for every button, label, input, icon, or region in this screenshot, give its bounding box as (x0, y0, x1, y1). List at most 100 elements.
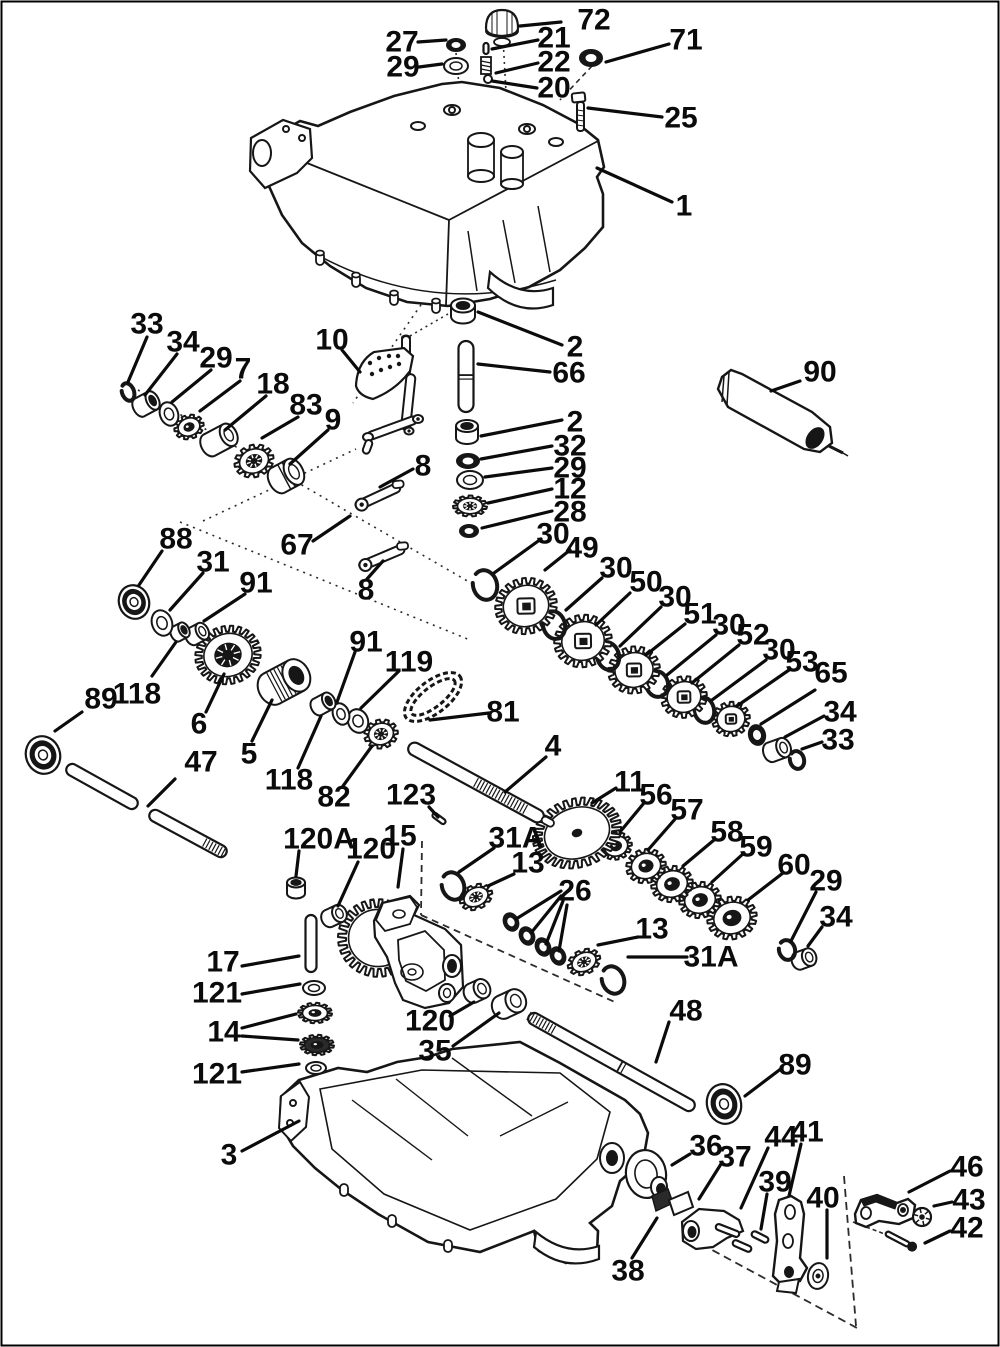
part-number: 91 (239, 567, 272, 600)
part-label-6-46: 6 (191, 672, 226, 741)
part-number: 71 (669, 24, 702, 57)
bushing-2-lower (455, 419, 479, 445)
part-label-10-16: 10 (315, 324, 362, 374)
part-label-66-18: 66 (476, 357, 586, 390)
part-number: 29 (809, 865, 842, 898)
part-label-13-68: 13 (486, 847, 545, 888)
bushing-118-right (309, 691, 337, 717)
hex-bolt-25 (570, 91, 587, 132)
part-number: 17 (206, 946, 239, 979)
bearing-2-upper (450, 297, 476, 325)
part-number: 118 (113, 678, 161, 711)
part-number: 22 (537, 46, 570, 79)
bevel-gear-13-left (458, 882, 494, 912)
part-label-118-48: 118 (265, 714, 323, 797)
part-label-50-34: 50 (594, 566, 663, 627)
pin-39b (750, 1230, 770, 1244)
part-label-56-57: 56 (618, 779, 673, 834)
washer-65 (747, 724, 767, 746)
part-label-30-39: 30 (710, 634, 796, 702)
line-art-over (354, 334, 465, 1010)
part-label-31A-67: 31A (457, 822, 544, 874)
brake-lever (771, 1194, 809, 1295)
axle-clamp-bottom (486, 269, 555, 310)
shifter-assembly (354, 334, 424, 455)
part-label-1-8: 1 (595, 166, 692, 223)
part-number: 44 (764, 1121, 798, 1154)
washer-27 (446, 38, 466, 52)
bushing-120-right (462, 978, 492, 1004)
part-label-2-20: 2 (479, 406, 583, 439)
part-label-47-54: 47 (146, 746, 218, 808)
gear-6 (194, 624, 262, 686)
washer-31 (150, 609, 174, 637)
collar-9 (266, 457, 306, 495)
washer-121-lower (305, 1061, 327, 1075)
oil-fill-cap (484, 8, 520, 47)
chain-81 (402, 671, 464, 723)
snap-ring-30a (470, 568, 500, 602)
part-label-30-37: 30 (665, 609, 746, 677)
part-number: 43 (952, 1184, 985, 1217)
part-label-53-40: 53 (735, 646, 819, 708)
part-label-5-47: 5 (241, 698, 274, 771)
part-number: 10 (315, 324, 348, 357)
part-label-29-22: 29 (483, 452, 587, 485)
part-number: 41 (790, 1116, 823, 1149)
part-label-29-3: 29 (386, 51, 444, 84)
part-number: 35 (418, 1035, 451, 1068)
part-label-71-5: 71 (604, 24, 703, 64)
part-number: 13 (511, 847, 544, 880)
part-number: 82 (317, 781, 350, 814)
axle-shaft-48 (526, 1011, 696, 1113)
part-label-34-10: 34 (143, 326, 200, 397)
gear-53 (711, 700, 751, 738)
part-number: 25 (664, 102, 697, 135)
brake-pad-outer (667, 1190, 695, 1217)
part-number: 33 (821, 724, 854, 757)
part-label-3-76: 3 (221, 1119, 301, 1172)
ring-26-b (518, 926, 536, 946)
bevel-gear-14-upper (297, 1001, 333, 1025)
plug-71 (579, 49, 603, 67)
part-number: 34 (823, 696, 857, 729)
part-label-118-45: 118 (113, 640, 178, 711)
part-label-7-12: 7 (198, 353, 251, 413)
part-number: 49 (565, 532, 598, 565)
bevel-gear-13-right (566, 947, 602, 977)
part-number: 26 (558, 875, 591, 908)
part-label-90-19: 90 (769, 356, 837, 393)
part-label-34-42: 34 (783, 696, 857, 739)
part-number: 2 (567, 331, 584, 364)
bushing-18 (199, 422, 239, 458)
part-number: 15 (383, 820, 416, 853)
part-label-8-25: 8 (378, 450, 431, 489)
ball-20 (483, 74, 493, 84)
part-label-48-79: 48 (654, 995, 703, 1064)
part-number: 56 (639, 779, 672, 812)
bushing-118-left (169, 621, 191, 643)
part-number: 89 (84, 683, 117, 716)
detent-spring (480, 56, 492, 75)
bearing-89-left (24, 735, 62, 775)
part-label-35-78: 35 (418, 1011, 501, 1068)
washer-29-center (456, 470, 484, 490)
part-label-17-72: 17 (206, 946, 301, 979)
part-number: 20 (537, 72, 570, 105)
part-label-33-43: 33 (800, 724, 855, 757)
part-number: 30 (658, 581, 691, 614)
part-label-36-81: 36 (670, 1130, 723, 1167)
sprocket-82 (363, 718, 399, 750)
part-number: 52 (736, 619, 769, 652)
part-number: 9 (325, 404, 342, 437)
part-number: 119 (385, 646, 433, 679)
bushing-120-left (320, 903, 348, 929)
gear-52 (660, 675, 708, 719)
generated-parts (24, 38, 933, 1290)
washer-91-right (331, 702, 351, 726)
part-label-120-65: 120 (336, 833, 396, 908)
part-label-89-80: 89 (743, 1049, 812, 1098)
housing-feet (339, 1183, 453, 1253)
part-number: 29 (553, 452, 586, 485)
